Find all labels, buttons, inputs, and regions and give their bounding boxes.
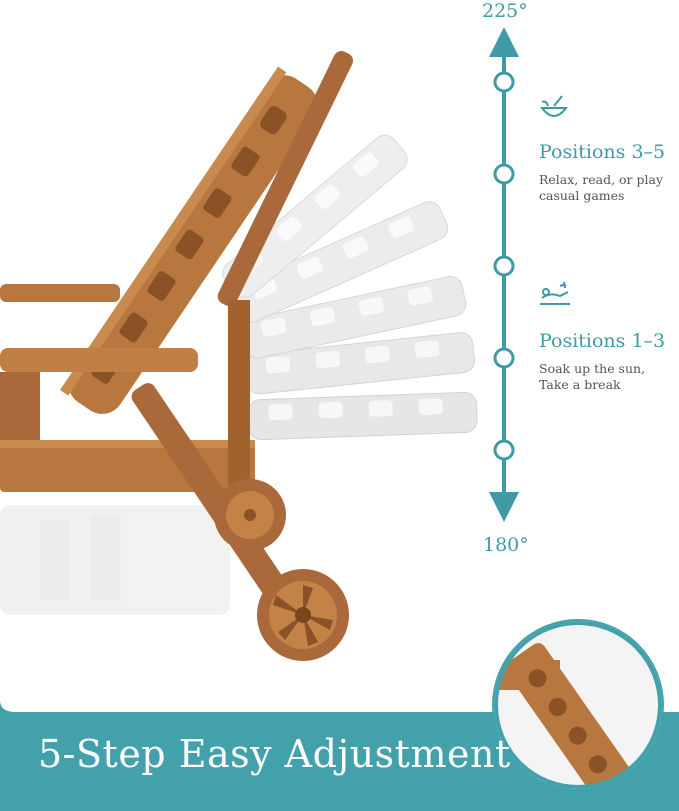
positions-1-3-desc-line2: Take a break: [539, 377, 621, 392]
zoom-detail: [492, 619, 664, 791]
angle-min-label: 180°: [483, 534, 529, 556]
sunbathing-lounger-icon: [540, 281, 570, 305]
step-marker: [493, 347, 515, 369]
positions-1-3-desc-line1: Soak up the sun,: [539, 361, 646, 376]
floor-shadow: [0, 505, 230, 615]
arrow-up-icon: [489, 27, 519, 57]
step-marker: [493, 439, 515, 461]
step-markers: [493, 71, 515, 461]
positions-3-5-desc-line1: Relax, read, or play: [539, 172, 664, 187]
angle-max-label: 225°: [482, 0, 528, 22]
front-wheel: [257, 569, 349, 661]
step-marker: [493, 255, 515, 277]
arrow-down-icon: [489, 492, 519, 522]
positions-3-5-desc-line2: casual games: [539, 188, 625, 203]
step-marker: [493, 71, 515, 93]
coconut-drink-icon: [539, 95, 569, 117]
step-marker: [493, 163, 515, 185]
rear-wheel: [214, 479, 286, 551]
banner-title: 5-Step Easy Adjustment: [38, 732, 511, 776]
positions-3-5-title: Positions 3–5: [539, 141, 666, 163]
positions-1-3-title: Positions 1–3: [539, 330, 666, 352]
chaise-lounge: [0, 51, 354, 661]
